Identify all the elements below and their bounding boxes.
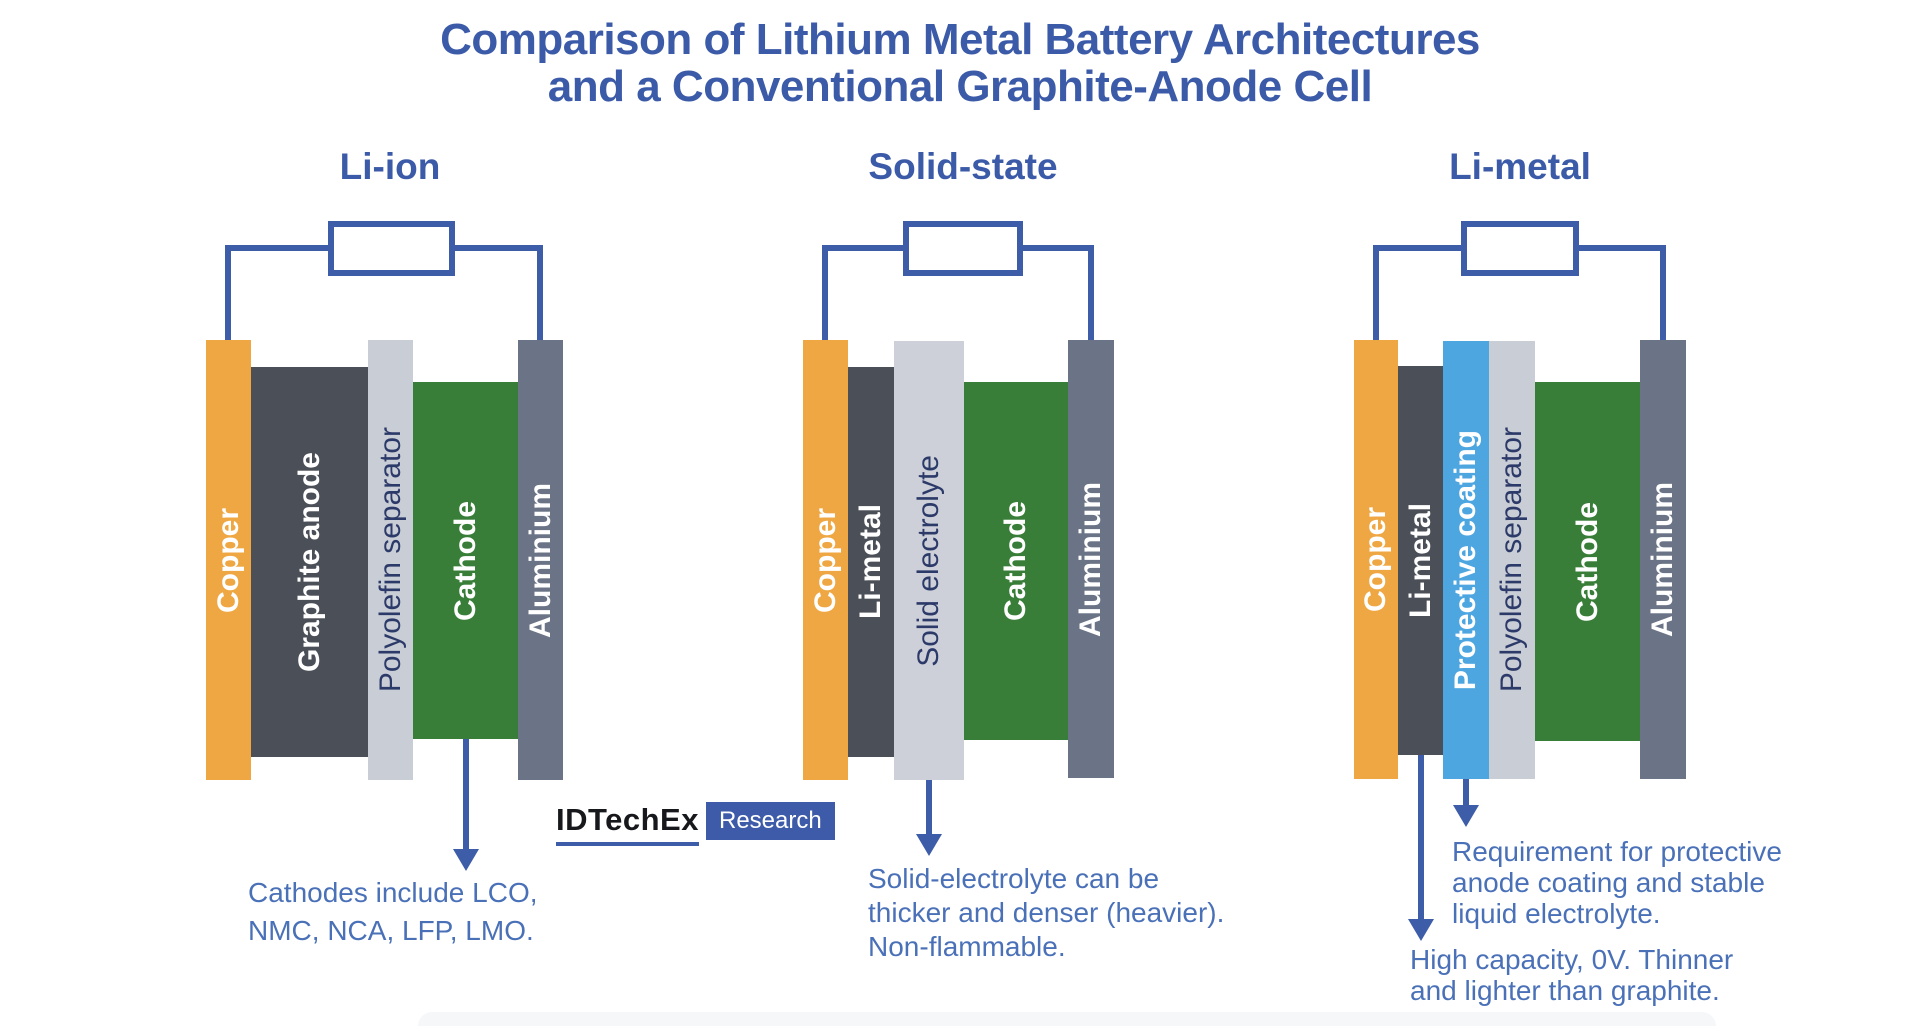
layer-aluminium: Aluminium xyxy=(1068,340,1114,778)
li-metal-capacity-annotation: High capacity, 0V. Thinner and lighter t… xyxy=(1410,944,1734,1006)
layer-cathode: Cathode xyxy=(1535,382,1640,741)
circuit-wire xyxy=(1373,245,1379,340)
layer-polyolefin-separator: Polyolefin separator xyxy=(1489,341,1535,779)
li-metal-annotation-arrowhead xyxy=(1408,919,1434,941)
circuit-wire xyxy=(1579,245,1666,251)
layer-polyolefin-separator-label: Polyolefin separator xyxy=(1495,427,1528,693)
layer-protective-coating-label: Protective coating xyxy=(1449,429,1482,691)
layer-graphite-anode-label: Graphite anode xyxy=(292,451,326,673)
circuit-wire xyxy=(225,245,231,340)
layer-li-metal: Li-metal xyxy=(1398,366,1443,755)
solid-state-annotation: Solid-electrolyte can be thicker and den… xyxy=(868,863,1225,962)
resistor-box xyxy=(328,221,455,276)
layer-li-metal-label: Li-metal xyxy=(854,504,887,620)
electrolyte-annotation-arrow xyxy=(926,780,932,836)
idtechex-logo: IDTechEx Research xyxy=(556,802,835,846)
layer-protective-coating: Protective coating xyxy=(1443,341,1489,779)
layer-copper: Copper xyxy=(1354,340,1398,779)
idtechex-logo-brand: IDTechEx xyxy=(556,802,699,846)
circuit-wire xyxy=(822,245,903,251)
battery-title-solid-state: Solid-state xyxy=(868,146,1058,187)
layer-cathode-label: Cathode xyxy=(448,500,482,621)
layer-cathode-label: Cathode xyxy=(1570,501,1604,622)
layer-solid-electrolyte: Solid electrolyte xyxy=(894,341,964,780)
li-metal-coating-annotation: Requirement for protective anode coating… xyxy=(1452,836,1782,929)
layer-aluminium-label: Aluminium xyxy=(1074,481,1107,637)
layer-cathode-label: Cathode xyxy=(999,501,1032,621)
electrolyte-annotation-arrowhead xyxy=(916,834,942,856)
circuit-wire xyxy=(1088,245,1094,340)
coating-annotation-arrowhead xyxy=(1453,805,1479,827)
battery-title-li-ion: Li-ion xyxy=(339,146,441,187)
layer-li-metal: Li-metal xyxy=(848,367,894,757)
layer-copper-label: Copper xyxy=(211,507,245,613)
layer-copper-label: Copper xyxy=(1359,507,1392,612)
layer-graphite-anode: Graphite anode xyxy=(251,367,368,757)
layer-li-metal-label: Li-metal xyxy=(1403,502,1437,619)
battery-title-li-metal: Li-metal xyxy=(1449,146,1591,187)
circuit-wire xyxy=(1660,245,1666,340)
resistor-box xyxy=(903,221,1023,276)
circuit-wire xyxy=(1373,245,1461,251)
li-metal-annotation-arrow xyxy=(1418,755,1424,921)
circuit-wire xyxy=(225,245,328,251)
li-ion-annotation: Cathodes include LCO, NMC, NCA, LFP, LMO… xyxy=(248,877,538,946)
bottom-card-edge xyxy=(418,1012,1716,1026)
layer-polyolefin-separator: Polyolefin separator xyxy=(368,340,413,780)
coating-annotation-arrow xyxy=(1463,779,1469,807)
circuit-wire xyxy=(455,245,543,251)
layer-cathode: Cathode xyxy=(964,382,1068,740)
layer-copper: Copper xyxy=(803,340,848,780)
cathode-annotation-arrowhead xyxy=(453,849,479,871)
layer-polyolefin-separator-label: Polyolefin separator xyxy=(373,427,407,693)
circuit-wire xyxy=(1023,245,1094,251)
layer-solid-electrolyte-label: Solid electrolyte xyxy=(912,454,945,667)
page-title-line1: Comparison of Lithium Metal Battery Arch… xyxy=(440,15,1480,64)
layer-aluminium: Aluminium xyxy=(1640,340,1686,779)
page-title-line2: and a Conventional Graphite-Anode Cell xyxy=(547,62,1373,111)
circuit-wire xyxy=(537,245,543,340)
cathode-annotation-arrow xyxy=(463,739,469,851)
resistor-box xyxy=(1461,221,1579,276)
idtechex-logo-research-badge: Research xyxy=(705,802,835,840)
layer-cathode: Cathode xyxy=(413,382,518,739)
layer-copper-label: Copper xyxy=(808,507,842,613)
page-title: Comparison of Lithium Metal Battery Arch… xyxy=(0,16,1920,110)
layer-aluminium-label: Aluminium xyxy=(1646,482,1679,637)
circuit-wire xyxy=(822,245,828,340)
layer-aluminium: Aluminium xyxy=(518,340,563,780)
layer-aluminium-label: Aluminium xyxy=(523,482,557,638)
layer-copper: Copper xyxy=(206,340,251,780)
